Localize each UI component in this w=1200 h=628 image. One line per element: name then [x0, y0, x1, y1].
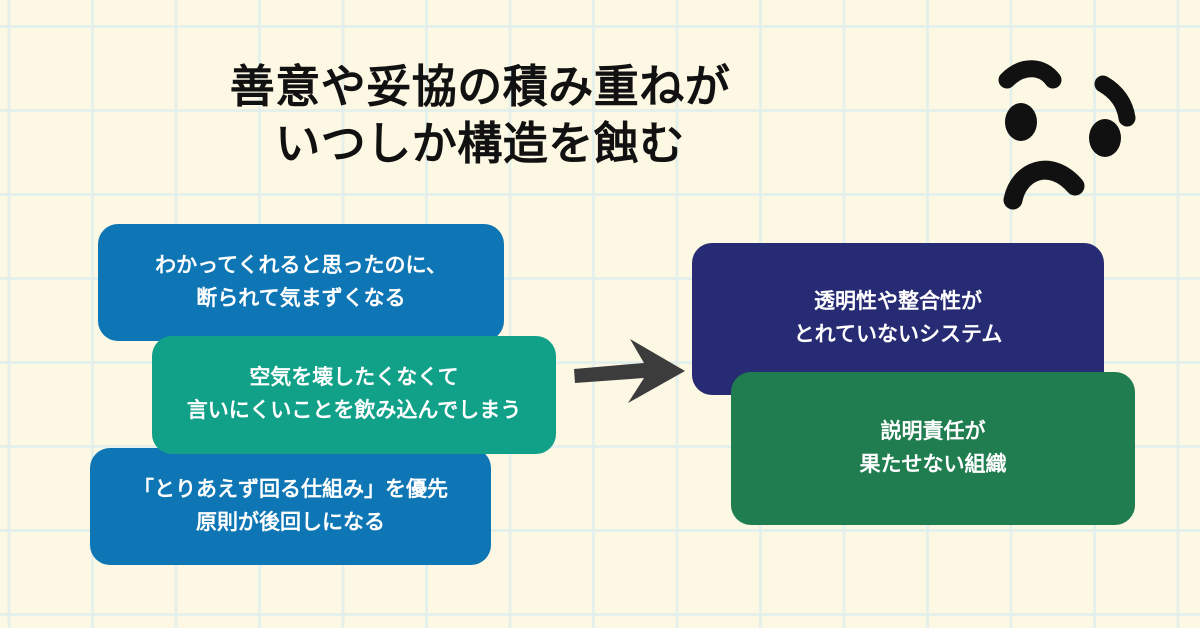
result-card-2-line-1: 説明責任が [880, 419, 986, 443]
result-card-2[interactable]: 説明責任が 果たせない組織 [731, 372, 1135, 525]
result-card-1-line-1: 透明性や整合性が [814, 290, 982, 314]
title-line-1: 善意や妥協の積み重ねが [229, 61, 731, 112]
result-card-1-line-2: とれていないシステム [793, 323, 1003, 346]
page-title: 善意や妥協の積み重ねが いつしか構造を蝕む [0, 58, 960, 172]
cause-card-3-line-2: 原則が後回しになる [196, 510, 385, 534]
cause-card-3-line-1: 「とりあえず回る仕組み」を優先 [133, 477, 448, 501]
cause-card-1-line-1: わかってくれると思ったのに、 [155, 253, 447, 277]
cause-card-2[interactable]: 空気を壊したくなくて 言いにくいことを飲み込んでしまう [152, 336, 556, 454]
cause-card-2-line-2: 言いにくいことを飲み込んでしまう [186, 399, 522, 422]
cause-card-3[interactable]: 「とりあえず回る仕組み」を優先 原則が後回しになる [90, 448, 491, 565]
sad-face-icon [998, 60, 1136, 210]
right-arrow-icon [574, 339, 685, 403]
cause-card-2-line-1: 空気を壊したくなくて [249, 366, 459, 390]
result-card-2-line-2: 果たせない組織 [859, 452, 1007, 476]
cause-card-1-line-2: 断られて気まずくなる [196, 286, 406, 310]
title-line-2: いつしか構造を蝕む [275, 118, 685, 170]
result-card-1[interactable]: 透明性や整合性が とれていないシステム [692, 243, 1104, 395]
cause-card-1[interactable]: わかってくれると思ったのに、 断られて気まずくなる [98, 224, 504, 341]
